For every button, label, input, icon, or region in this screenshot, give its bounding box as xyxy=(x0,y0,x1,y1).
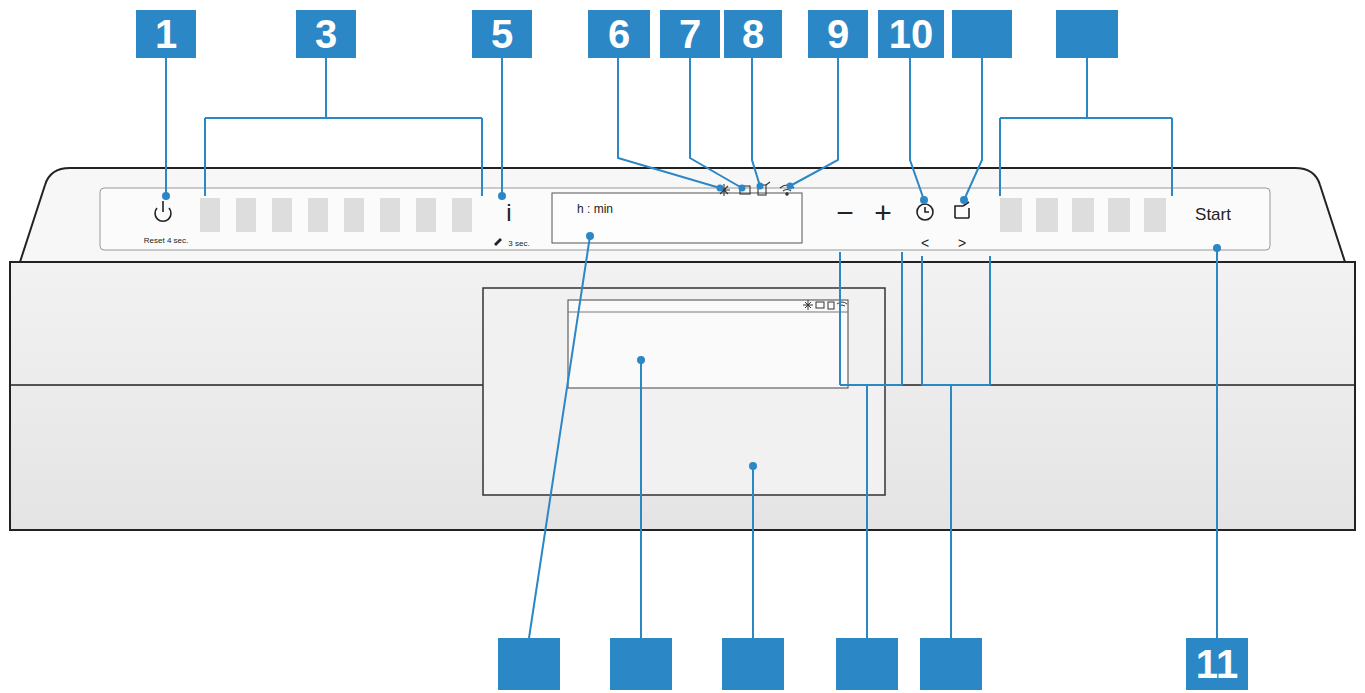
display-text: h : min xyxy=(560,200,630,218)
arrow-symbol: < xyxy=(915,234,935,252)
minus-symbol: − xyxy=(830,196,860,230)
callout-number: 11 xyxy=(1186,638,1248,690)
callout-number: 5 xyxy=(472,10,532,58)
callout-number: 10 xyxy=(878,10,944,58)
plus-symbol: + xyxy=(868,196,898,230)
info-symbol: i xyxy=(494,198,524,228)
start-button-label: Start xyxy=(1180,200,1246,230)
callout-number: 7 xyxy=(660,10,720,58)
callout-number: 1 xyxy=(136,10,196,58)
arrow-symbol: > xyxy=(952,234,972,252)
callout-number: 8 xyxy=(724,10,782,58)
button-caption: 3 sec. xyxy=(502,236,536,250)
callout-number: 6 xyxy=(588,10,650,58)
button-caption: Reset 4 sec. xyxy=(136,233,196,247)
callout-number: 3 xyxy=(296,10,356,58)
callout-number: 9 xyxy=(808,10,868,58)
